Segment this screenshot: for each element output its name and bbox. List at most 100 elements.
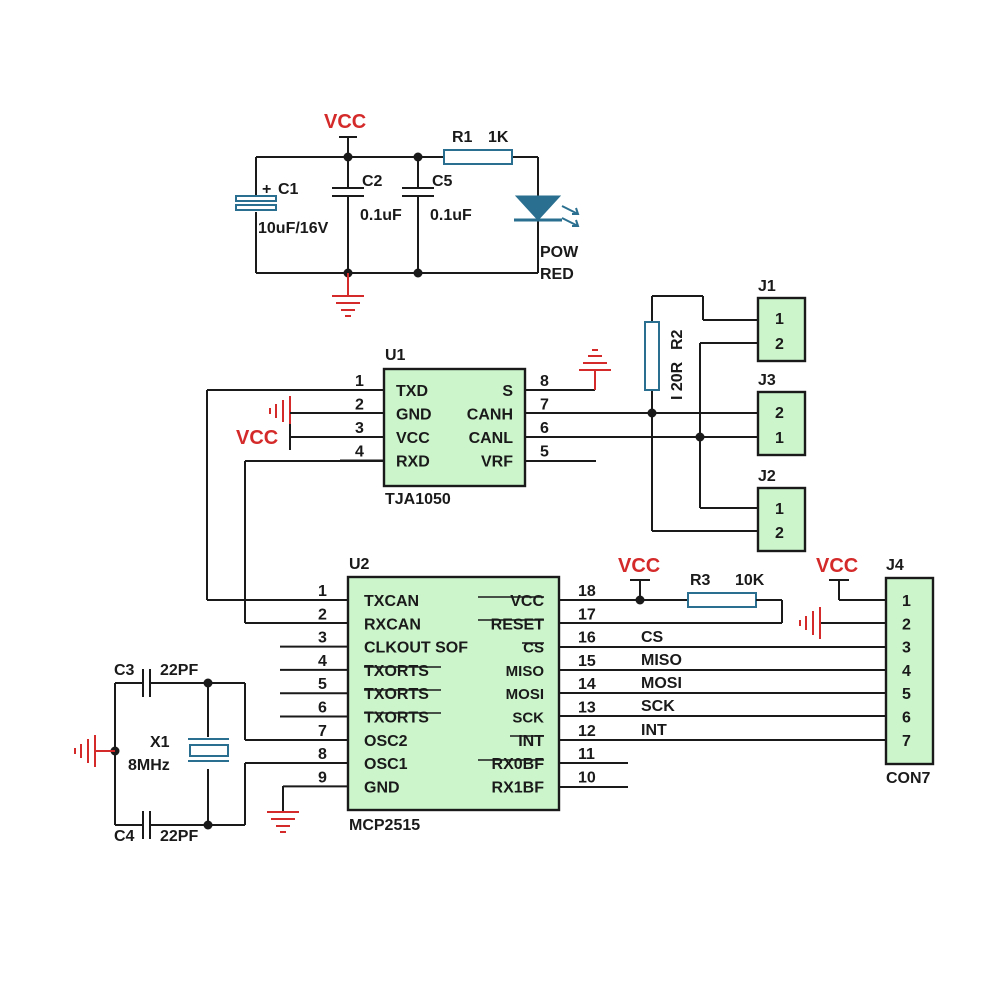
u1-pin8-gnd-icon (579, 349, 611, 371)
j4-gnd-icon (799, 607, 821, 639)
u2-pin-number: 16 (578, 630, 596, 647)
j4-part: CON7 (886, 770, 931, 787)
c4-name: C4 (114, 828, 135, 845)
c1-plate-bottom (235, 204, 277, 211)
u1-ref: U1 (385, 347, 406, 364)
led-icon (514, 195, 562, 221)
u1-pin-number: 8 (540, 373, 549, 390)
u1-pin-name: S (502, 383, 513, 400)
u2-pin-name: TXORTS (364, 686, 429, 703)
crystal-section: C3 22PF C4 22PF X1 8MHz (74, 662, 348, 845)
u2-pin-name: RX1BF (492, 779, 545, 796)
u1-pin-number: 2 (355, 397, 364, 414)
r3-resistor (687, 592, 757, 608)
vcc-label-u2: VCC (618, 555, 660, 577)
u2-pin-number: 2 (318, 606, 327, 623)
u1-pin-name: VRF (481, 454, 513, 471)
u1-pin-name: CANL (469, 430, 514, 447)
u1-gnd-icon (269, 396, 291, 426)
c1-value: 10uF/16V (258, 220, 329, 237)
j2-pin-2: 2 (775, 525, 784, 542)
vcc-label-u1: VCC (236, 427, 278, 449)
u2-pin-number: 15 (578, 653, 596, 670)
u1-u2-wires (206, 389, 384, 624)
u2-pin-name: CS (523, 640, 544, 657)
r1-value: 1K (488, 129, 509, 146)
net-mosi: MOSI (641, 675, 682, 692)
u2-pin-number: 12 (578, 723, 596, 740)
u1-pin-name: RXD (396, 454, 430, 471)
j4-pin: 1 (902, 593, 911, 610)
u2-pin-number: 8 (318, 746, 327, 763)
u2-pin-number: 9 (318, 769, 327, 786)
u2-pin-number: 3 (318, 630, 327, 647)
j2-connector (756, 486, 807, 553)
r2-name: R2 (669, 329, 686, 350)
reset-section: VCC R3 10K (559, 555, 783, 624)
can-bus-section: R2 I 20R J1 1 2 J3 2 1 J2 1 2 (525, 278, 807, 553)
u1-pin-name: VCC (396, 430, 430, 447)
j4-pin: 7 (902, 733, 911, 750)
power-section: VCC + C1 10uF/16V C2 0.1uF C5 0.1uF R1 (235, 111, 580, 317)
c5-name: C5 (432, 173, 453, 190)
u1-pin-number: 4 (355, 444, 364, 461)
u1-pin-number: 5 (540, 444, 549, 461)
u1-pin-number: 6 (540, 420, 549, 437)
j4-ref: J4 (886, 557, 904, 574)
j3-connector (756, 390, 807, 457)
j1-pin-1: 1 (775, 311, 784, 328)
r1-resistor (443, 149, 513, 165)
u2-pin-number: 10 (578, 769, 596, 786)
ground-icon (332, 273, 364, 317)
u2-pin-name: VCC (510, 593, 544, 610)
u2-pin-name: CLKOUT SOF (364, 640, 468, 657)
u2-pin-name: RX0BF (492, 756, 545, 773)
u2-pin-name: RESET (491, 616, 545, 633)
u2-pin-number: 17 (578, 606, 596, 623)
x1-name: X1 (150, 734, 170, 751)
u2-pin-name: OSC1 (364, 756, 408, 773)
j1-connector (756, 296, 807, 363)
vcc-label-top: VCC (324, 111, 366, 133)
u2-pin-name: TXORTS (364, 663, 429, 680)
j3-pin-2: 2 (775, 405, 784, 422)
r3-name: R3 (690, 572, 711, 589)
j2-pin-1: 1 (775, 501, 784, 518)
net-cs: CS (641, 629, 664, 646)
crystal-gnd-icon (74, 735, 96, 767)
c1-plus: + (262, 181, 271, 198)
u2-pin-name: TXORTS (364, 710, 429, 727)
u2-pin-number: 7 (318, 723, 327, 740)
u1-pin-number: 1 (355, 373, 364, 390)
u2-pin-name: GND (364, 779, 400, 796)
x1-crystal (189, 744, 229, 757)
u1-pin-name: CANH (467, 407, 513, 424)
u2-right-pins: 18VCC17RESET16CS15MISO14MOSI13SCK12INT11… (491, 583, 596, 796)
u2-pin-number: 1 (318, 583, 327, 600)
c2-value: 0.1uF (360, 207, 402, 224)
u1-pin-number: 3 (355, 420, 364, 437)
u2-pin-number: 14 (578, 676, 596, 693)
c5-value: 0.1uF (430, 207, 472, 224)
j1-ref: J1 (758, 278, 776, 295)
u1-body (382, 367, 527, 488)
j4-pin: 6 (902, 710, 911, 727)
j4-pin: 4 (902, 663, 911, 680)
r3-value: 10K (735, 572, 765, 589)
net-int: INT (641, 722, 667, 739)
c1-plate-top (235, 195, 277, 202)
u2-pin-number: 6 (318, 700, 327, 717)
c4-value: 22PF (160, 828, 198, 845)
led-label-red: RED (540, 266, 574, 283)
u2-pin-number: 18 (578, 583, 596, 600)
c2-name: C2 (362, 173, 383, 190)
r1-name: R1 (452, 129, 473, 146)
r2-value: I 20R (669, 361, 686, 400)
u2-part: MCP2515 (349, 817, 420, 834)
u1-pin-name: TXD (396, 383, 428, 400)
r2-resistor (644, 321, 660, 391)
